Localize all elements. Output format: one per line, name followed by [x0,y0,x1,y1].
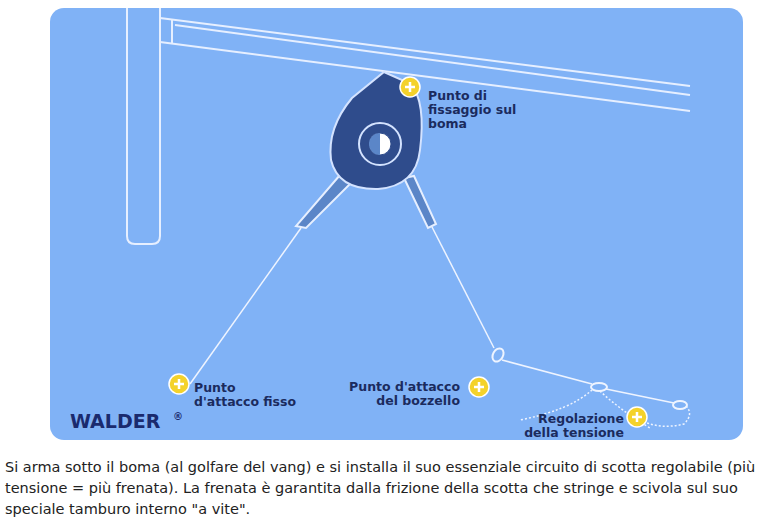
caption: Si arma sotto il boma (al golfare del va… [5,457,767,520]
part-label: Punto di fissaggio sul boma [428,89,528,131]
sheave-hub-half [369,133,380,155]
sheet-rope [190,227,690,428]
mast [127,8,160,244]
block-body [330,72,421,189]
part-label: Regolazione della tensione [514,412,624,440]
sheave [359,123,401,165]
boom [160,18,690,111]
part-label: Punto d'attacco del bozzello [340,380,460,408]
plus-markers [169,77,647,427]
panel [50,8,743,440]
brand-name: WALDER [70,410,180,432]
trademark-mark: ® [173,411,189,423]
rings [490,346,687,409]
sheave-hub [369,133,391,155]
part-label: Punto d'attacco fisso [194,381,304,409]
